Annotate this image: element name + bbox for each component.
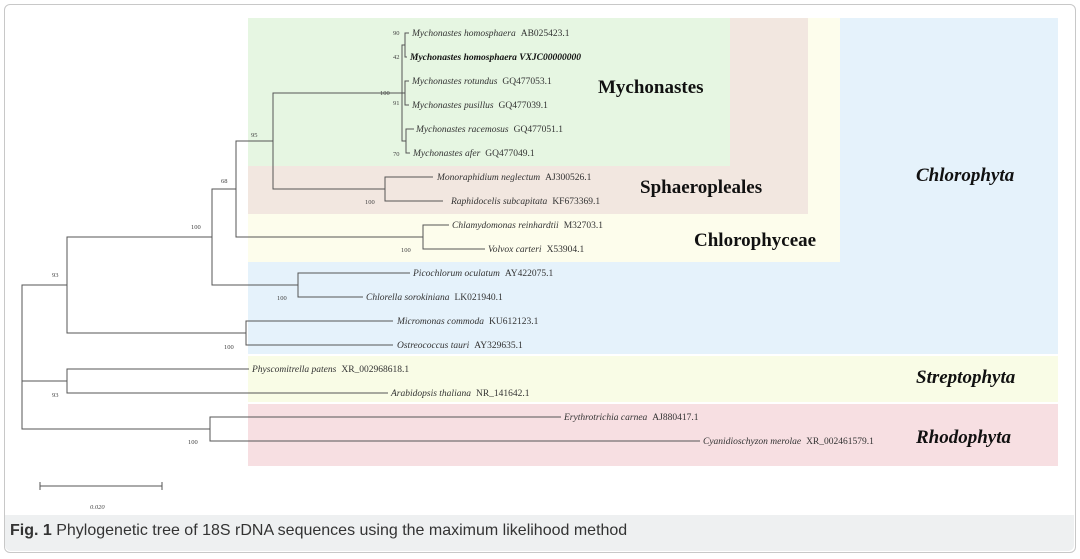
bootstrap-value: 100 [188, 439, 198, 446]
bootstrap-value: 100 [365, 199, 375, 206]
taxon-label: Mychonastes homosphaera VXJC00000000 [409, 53, 581, 63]
bootstrap-value: 93 [52, 272, 59, 279]
caption-strip [5, 515, 1074, 551]
scale-bar-label: 0.020 [90, 504, 105, 511]
sphaeropleales-label: Sphaeropleales [640, 177, 762, 198]
mychonastes-region [248, 18, 730, 166]
streptophyta-label: Streptophyta [916, 367, 1016, 388]
bootstrap-value: 100 [380, 90, 390, 97]
bootstrap-value: 91 [393, 100, 400, 107]
rhodophyta-label: Rhodophyta [915, 427, 1012, 448]
chlorophyta-label: Chlorophyta [916, 165, 1015, 186]
bootstrap-value: 100 [191, 224, 201, 231]
mychonastes-label: Mychonastes [598, 77, 704, 98]
streptophyta-region [248, 356, 1058, 402]
bootstrap-values: 90 42 100 91 70 95 100 68 100 100 100 10… [52, 30, 411, 446]
branch [21, 333, 210, 430]
tree-branches [21, 32, 700, 442]
caption-text: Phylogenetic tree of 18S rDNA sequences … [51, 522, 628, 539]
caption-label: Fig. 1 [10, 522, 52, 539]
bootstrap-value: 95 [251, 132, 258, 139]
bootstrap-value: 68 [221, 178, 228, 185]
bootstrap-value: 42 [393, 54, 400, 61]
bootstrap-value: 100 [401, 247, 411, 254]
bootstrap-value: 100 [277, 295, 287, 302]
figure-caption: Fig. 1 Phylogenetic tree of 18S rDNA seq… [10, 522, 627, 540]
rhodophyta-region [248, 404, 1058, 466]
branch [21, 284, 67, 382]
bootstrap-value: 93 [52, 392, 59, 399]
bootstrap-value: 70 [393, 151, 400, 158]
bootstrap-value: 100 [224, 344, 234, 351]
scale-bar: 0.020 [39, 482, 163, 511]
bootstrap-value: 90 [393, 30, 400, 37]
chlorophyceae-label: Chlorophyceae [694, 230, 816, 251]
